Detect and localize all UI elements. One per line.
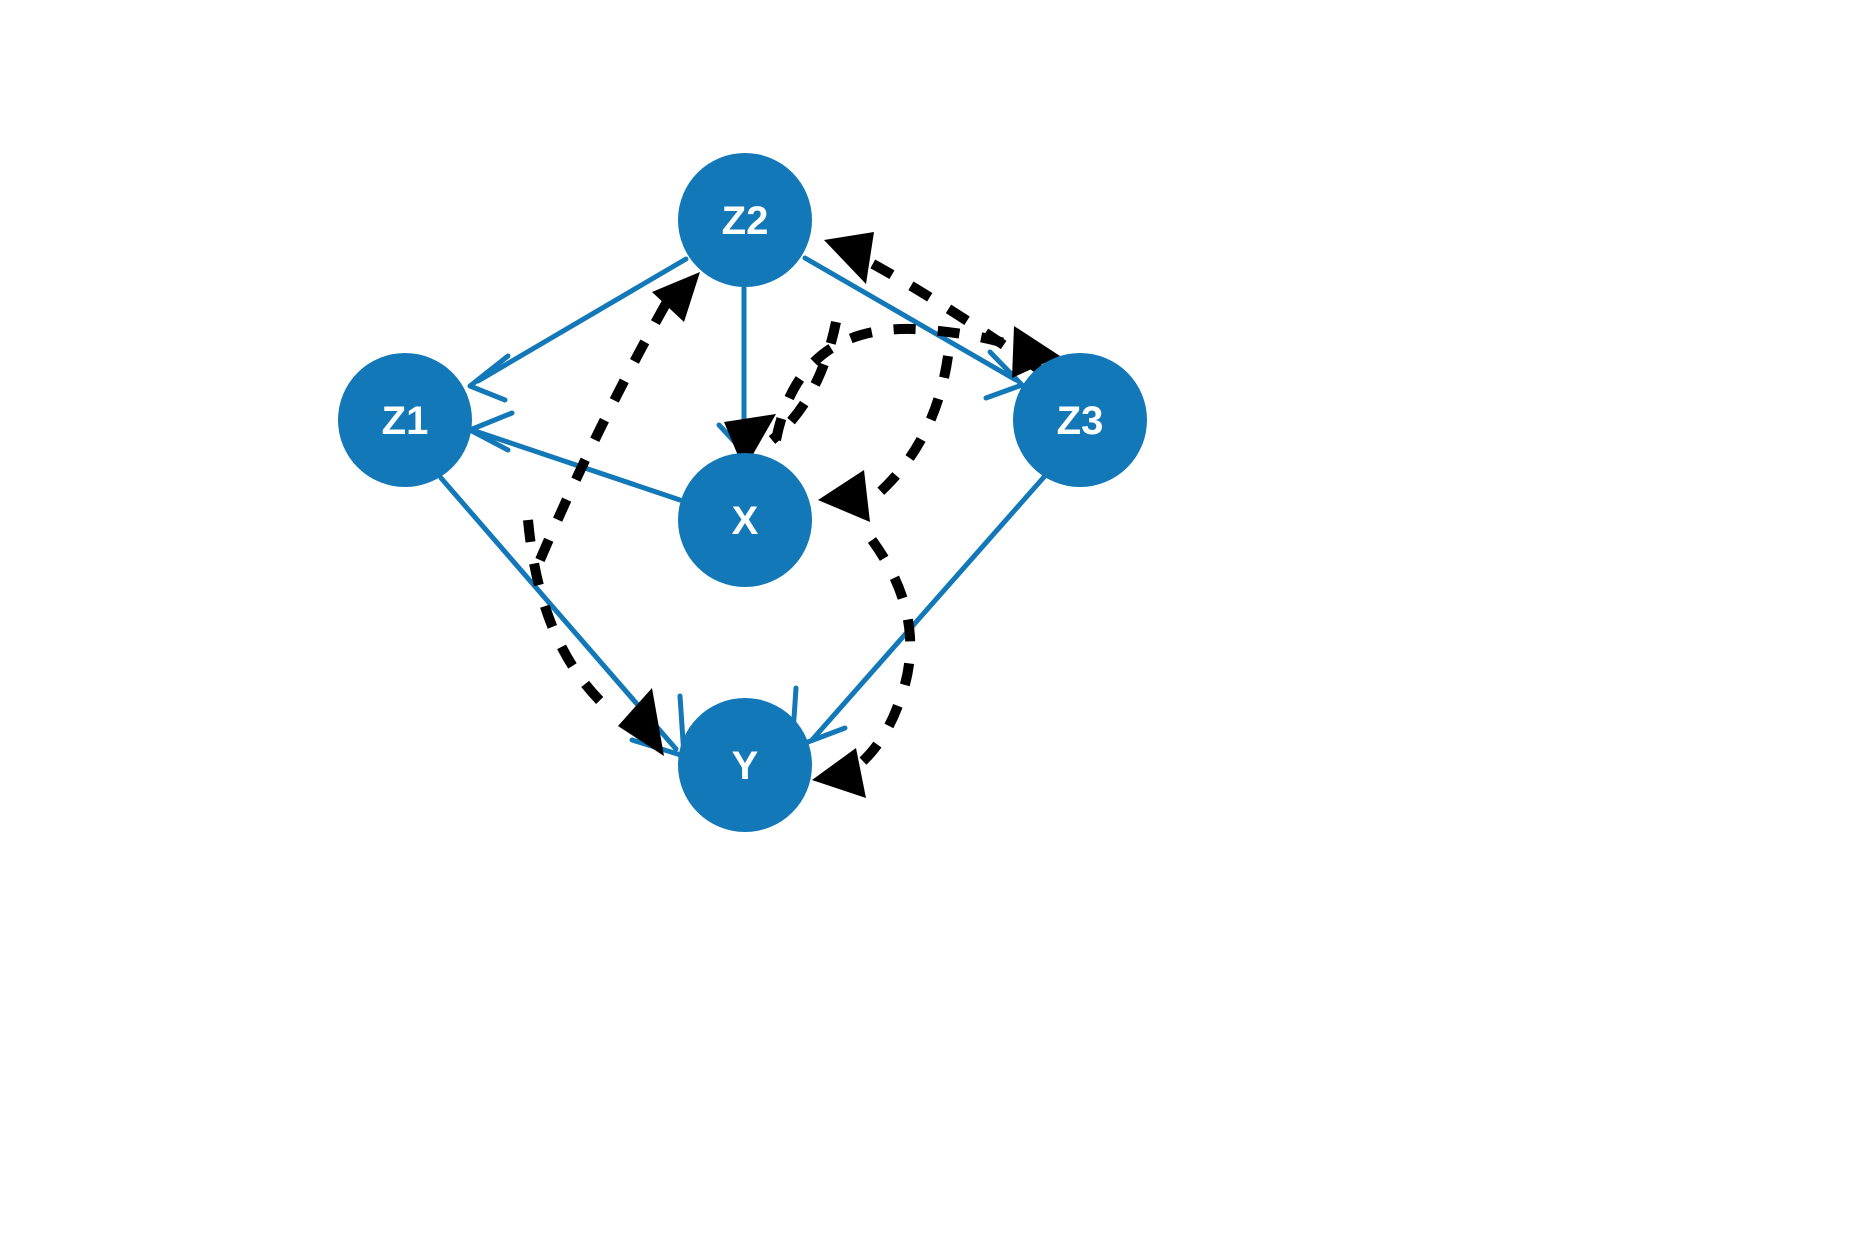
node-x-label: X	[732, 499, 759, 543]
node-z2-circle[interactable]	[678, 153, 812, 287]
edge-dashed-z1-to-y[interactable]	[523, 519, 664, 756]
node-z2-label: Z2	[722, 199, 769, 243]
node-z1-label: Z1	[382, 399, 429, 443]
node-y[interactable]: Y	[678, 698, 812, 832]
dashed-edge-group	[523, 232, 1060, 798]
node-x-circle[interactable]	[678, 453, 812, 587]
edge-x-to-z1[interactable]	[467, 410, 683, 503]
edge-dashed-z3-to-x[interactable]	[818, 355, 953, 522]
node-z2[interactable]: Z2	[678, 153, 812, 287]
node-z1[interactable]: Z1	[338, 353, 472, 487]
node-z1-circle[interactable]	[338, 353, 472, 487]
node-group: Z2 Z1 Z3 X Y	[338, 153, 1147, 832]
node-z3-circle[interactable]	[1013, 353, 1147, 487]
edge-z3-to-y[interactable]	[789, 474, 1047, 751]
edge-z2-to-z1[interactable]	[467, 256, 689, 403]
edge-dashed-z3-to-z2[interactable]	[824, 232, 1043, 375]
solid-edge-group	[438, 255, 1047, 759]
node-z3-label: Z3	[1057, 399, 1104, 443]
edge-dashed-z2-to-x[interactable]	[724, 320, 841, 470]
edge-dashed-z1-to-z2[interactable]	[535, 272, 700, 562]
node-y-label: Y	[732, 744, 759, 788]
node-z3[interactable]: Z3	[1013, 353, 1147, 487]
edge-dashed-z3-to-y[interactable]	[812, 537, 916, 798]
edge-dashed-z2-to-z3[interactable]	[771, 324, 1060, 441]
node-x[interactable]: X	[678, 453, 812, 587]
node-y-circle[interactable]	[678, 698, 812, 832]
edge-z2-to-z3[interactable]	[802, 255, 1025, 401]
